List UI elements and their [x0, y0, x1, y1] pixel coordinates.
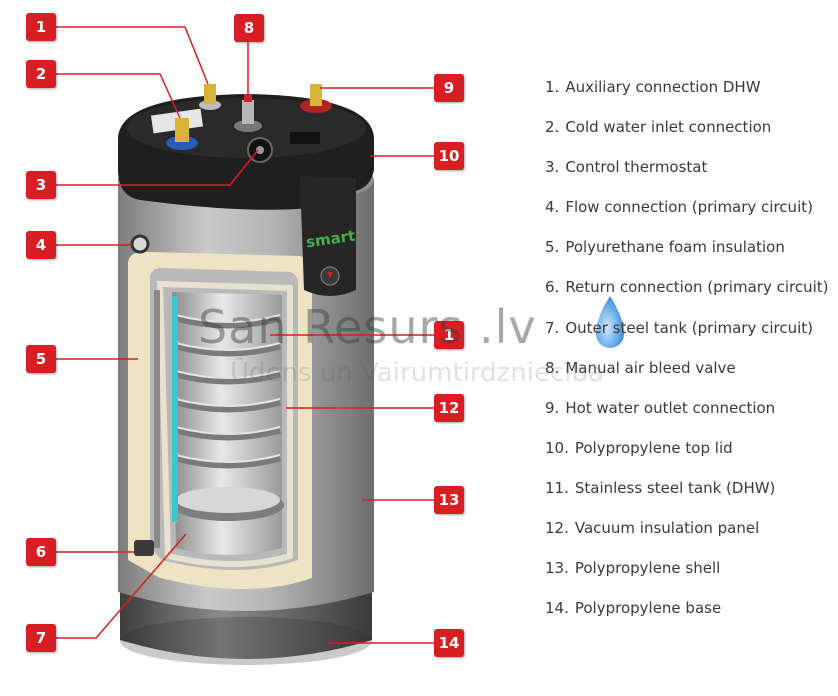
legend-text: Cold water inlet connection [565, 118, 771, 136]
coil-pipe [172, 296, 178, 522]
legend-text: Auxiliary connection DHW [565, 78, 760, 96]
badge-5: 5 [26, 345, 56, 373]
legend-number: 13. [545, 559, 569, 577]
legend-item-12: 12. Vacuum insulation panel [545, 519, 829, 559]
return-connection [134, 540, 154, 556]
legend-number: 6. [545, 278, 559, 296]
badge-8: 8 [234, 14, 264, 42]
legend-number: 1. [545, 78, 559, 96]
legend-number: 11. [545, 479, 569, 497]
legend-item-4: 4. Flow connection (primary circuit) [545, 198, 829, 238]
badge-7: 7 [26, 624, 56, 652]
legend-text: Outer steel tank (primary circuit) [565, 319, 813, 337]
watermark-subtitle: Ūdens un Vairumtirdzniecība [230, 358, 604, 388]
legend-number: 12. [545, 519, 569, 537]
legend-number: 9. [545, 399, 559, 417]
badge-2: 2 [26, 60, 56, 88]
legend-item-9: 9. Hot water outlet connection [545, 399, 829, 439]
legend-number: 5. [545, 238, 559, 256]
badge-4: 4 [26, 231, 56, 259]
legend-item-7: 7. Outer steel tank (primary circuit) [545, 319, 829, 359]
legend-text: Vacuum insulation panel [575, 519, 759, 537]
badge-10: 10 [434, 142, 464, 170]
legend-text: Polyurethane foam insulation [565, 238, 785, 256]
badge-12: 12 [434, 394, 464, 422]
legend-number: 14. [545, 599, 569, 617]
watermark: San Resurs .lv [198, 300, 537, 354]
legend-number: 3. [545, 158, 559, 176]
badge-14: 14 [434, 629, 464, 657]
legend-text: Polypropylene shell [575, 559, 720, 577]
legend-text: Polypropylene top lid [575, 439, 733, 457]
legend-number: 4. [545, 198, 559, 216]
legend-text: Hot water outlet connection [565, 399, 775, 417]
legend-item-5: 5. Polyurethane foam insulation [545, 238, 829, 278]
badge-3: 3 [26, 171, 56, 199]
legend-number: 7. [545, 319, 559, 337]
legend-text: Stainless steel tank (DHW) [575, 479, 776, 497]
badge-6: 6 [26, 538, 56, 566]
badge-9: 9 [434, 74, 464, 102]
badge-13: 13 [434, 486, 464, 514]
flow-connection [132, 236, 148, 252]
legend-number: 2. [545, 118, 559, 136]
legend-text: Flow connection (primary circuit) [565, 198, 813, 216]
legend-item-3: 3. Control thermostat [545, 158, 829, 198]
badge-1: 1 [26, 13, 56, 41]
legend-item-2: 2. Cold water inlet connection [545, 118, 829, 158]
legend-number: 10. [545, 439, 569, 457]
legend-item-10: 10. Polypropylene top lid [545, 439, 829, 479]
legend-text: Polypropylene base [575, 599, 721, 617]
legend-text: Control thermostat [565, 158, 707, 176]
legend-item-11: 11. Stainless steel tank (DHW) [545, 479, 829, 519]
legend-text: Return connection (primary circuit) [565, 278, 828, 296]
legend-item-1: 1. Auxiliary connection DHW [545, 78, 829, 118]
legend-item-13: 13. Polypropylene shell [545, 559, 829, 599]
legend-item-14: 14. Polypropylene base [545, 599, 829, 639]
legend-item-6: 6. Return connection (primary circuit) [545, 278, 829, 318]
